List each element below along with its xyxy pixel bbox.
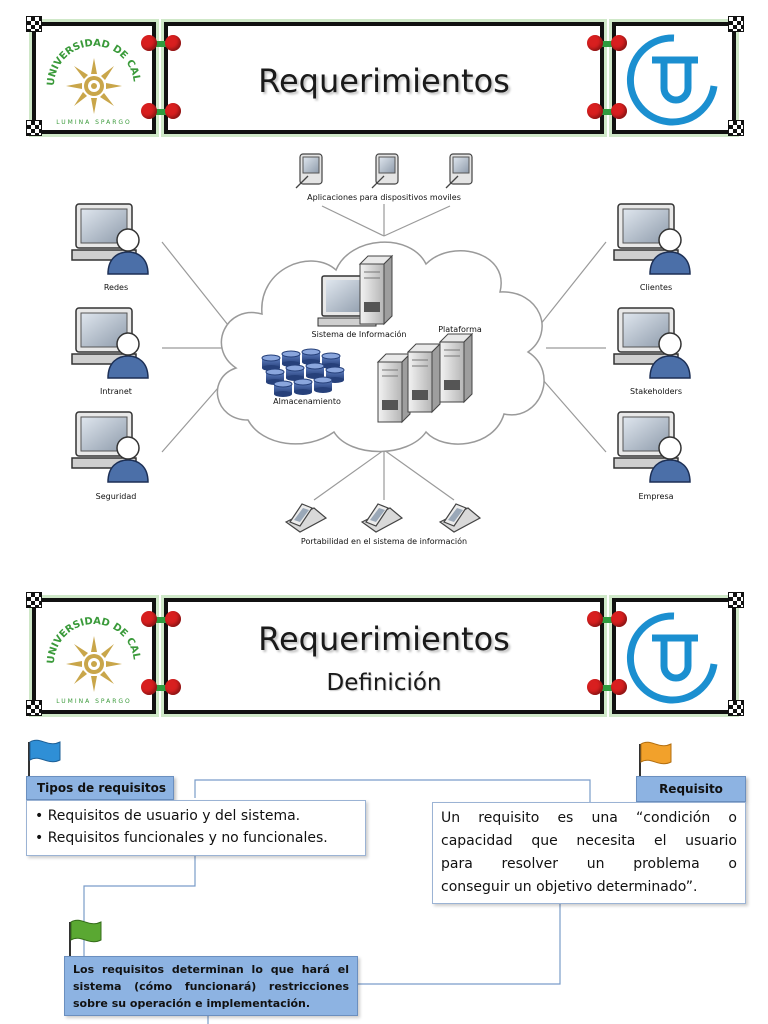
concept-map-connectors: [28, 739, 672, 1024]
link-connector: [587, 610, 627, 630]
flag-icon-determinan: [69, 919, 102, 956]
user-computer-icon: [613, 307, 691, 379]
requisito-header: Requisito: [636, 776, 746, 802]
user-computer-icon: [613, 203, 691, 275]
server-icon: [439, 333, 473, 403]
title-panel: Requerimientos Definición: [164, 598, 604, 714]
user-computer-icon: [71, 411, 149, 483]
node-label-left: Seguridad: [95, 492, 137, 501]
page-subtitle: Definición: [326, 670, 442, 696]
pda-icon: [445, 153, 473, 189]
corner-marker: [728, 120, 744, 136]
user-computer-icon: [71, 307, 149, 379]
tipos-header: Tipos de requisitos: [26, 776, 174, 800]
flag-icon-requisito: [639, 741, 672, 776]
link-connector: [587, 678, 627, 698]
network-diagram: [71, 153, 691, 533]
corner-marker: [728, 592, 744, 608]
logo-motto: LUMINA SPARGO: [56, 698, 132, 705]
corner-marker: [26, 16, 42, 32]
determinan-line: sistema (cómo funcionará) restricciones: [73, 980, 349, 993]
node-label-right: Empresa: [638, 492, 674, 501]
svg-text:UNIVERSIDAD DE CALDAS: UNIVERSIDAD DE CALDAS: [36, 602, 142, 664]
tu-logo-icon: [626, 612, 718, 704]
universidad-caldas-logo: UNIVERSIDAD DE CALDAS LUMINA SPARGO: [32, 18, 142, 126]
requisito-line: para resolver un problema o: [441, 856, 737, 872]
user-computer-icon: [71, 203, 149, 275]
tipos-box: • Requisitos de usuario y del sistema. •…: [26, 800, 366, 856]
tipos-list: • Requisitos de usuario y del sistema. •…: [35, 805, 357, 849]
server-icon: [377, 353, 411, 423]
determinan-box: Los requisitos determinan lo que hará el…: [64, 956, 358, 1016]
node-label-right: Stakeholders: [629, 387, 683, 396]
corner-marker: [26, 700, 42, 716]
title-panel: Requerimientos: [164, 22, 604, 134]
logo-panel-left: UNIVERSIDAD DE CALDAS LUMINA SPARGO: [32, 594, 156, 714]
determinan-line: sobre su operación e implementación.: [73, 997, 311, 1010]
corner-marker: [26, 120, 42, 136]
node-label-left: Redes: [103, 283, 129, 292]
list-item: • Requisitos de usuario y del sistema.: [35, 808, 301, 824]
link-connector: [587, 34, 627, 54]
pda-icon: [371, 153, 399, 189]
requisito-line: Un requisito es una “condición o: [441, 810, 737, 826]
logo-motto: LUMINA SPARGO: [56, 119, 132, 126]
link-connector: [587, 102, 627, 122]
cloud-label-plataforma: Plataforma: [438, 325, 482, 334]
link-connector: [141, 678, 181, 698]
logo-panel-right: [612, 22, 736, 134]
link-connector: [141, 102, 181, 122]
requisito-line: conseguir un objetivo determinado”.: [441, 879, 698, 895]
cloud-label-sistema: Sistema de Información: [311, 330, 407, 339]
logo-panel-left: UNIVERSIDAD DE CALDAS LUMINA SPARGO: [32, 18, 156, 134]
logo-ring-text: UNIVERSIDAD DE CALDAS: [32, 18, 142, 86]
link-connector: [141, 610, 181, 630]
flag-icon-tipos: [28, 739, 61, 776]
logo-panel-right: [612, 598, 736, 714]
svg-text:UNIVERSIDAD DE CALDAS: UNIVERSIDAD DE CALDAS: [36, 26, 142, 86]
mobile-phone-icon: [285, 503, 327, 533]
universidad-caldas-logo: UNIVERSIDAD DE CALDAS LUMINA SPARGO: [32, 594, 142, 705]
cloud-label-almacenamiento: Almacenamiento: [273, 397, 341, 406]
tu-logo-icon: [626, 34, 718, 126]
top-devices-label: Aplicaciones para dispositivos moviles: [307, 193, 461, 202]
page-title: Requerimientos: [258, 620, 510, 658]
corner-marker: [728, 16, 744, 32]
node-label-right: Clientes: [639, 283, 673, 292]
server-icon: [407, 343, 441, 413]
corner-marker: [26, 592, 42, 608]
logo-ring-text: UNIVERSIDAD DE CALDAS: [32, 594, 142, 664]
mobile-phone-icon: [439, 503, 481, 533]
corner-marker: [728, 700, 744, 716]
requisito-box: Un requisito es una “condición o capacid…: [432, 802, 746, 904]
determinan-line: Los requisitos determinan lo que hará el: [73, 963, 349, 976]
page-title: Requerimientos: [258, 62, 510, 100]
node-label-left: Intranet: [100, 387, 132, 396]
database-cluster-icon: [261, 348, 345, 398]
bottom-devices-label: Portabilidad en el sistema de informació…: [300, 537, 468, 546]
link-connector: [141, 34, 181, 54]
server-icon: [359, 255, 393, 325]
list-item: • Requisitos funcionales y no funcionale…: [35, 830, 328, 846]
pda-icon: [295, 153, 323, 189]
requisito-line: capacidad que necesita el usuario: [441, 833, 737, 849]
mobile-phone-icon: [361, 503, 403, 533]
user-computer-icon: [613, 411, 691, 483]
